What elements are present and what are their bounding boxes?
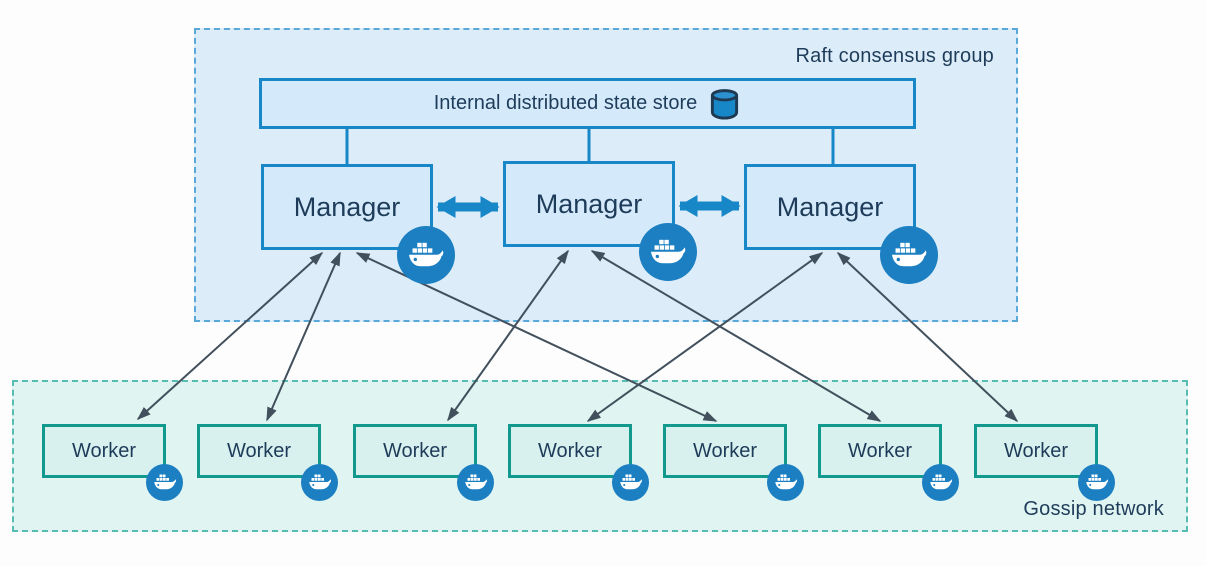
docker-whale-icon bbox=[922, 464, 959, 501]
manager-1-node: Manager bbox=[261, 164, 455, 284]
docker-whale-icon bbox=[880, 226, 938, 284]
worker-label: Worker bbox=[847, 439, 913, 462]
docker-whale-icon bbox=[301, 464, 338, 501]
docker-whale-icon bbox=[639, 223, 697, 281]
worker-label: Worker bbox=[692, 439, 758, 462]
worker-label: Worker bbox=[382, 439, 448, 462]
manager-3-node: Manager bbox=[744, 164, 938, 284]
worker-2-node: Worker bbox=[197, 424, 338, 501]
worker-4-node: Worker bbox=[508, 424, 649, 501]
worker-label: Worker bbox=[226, 439, 292, 462]
worker-1-node: Worker bbox=[42, 424, 183, 501]
gossip-group-label: Gossip network bbox=[1023, 498, 1164, 520]
worker-5-node: Worker bbox=[663, 424, 804, 501]
state-store-label: Internal distributed state store bbox=[433, 92, 698, 114]
worker-label: Worker bbox=[1003, 439, 1069, 462]
docker-whale-icon bbox=[457, 464, 494, 501]
worker-6-node: Worker bbox=[818, 424, 959, 501]
docker-whale-icon bbox=[767, 464, 804, 501]
manager-label: Manager bbox=[535, 188, 643, 219]
manager-label: Manager bbox=[776, 191, 884, 222]
docker-whale-icon bbox=[397, 226, 455, 284]
worker-7-node: Worker bbox=[974, 424, 1115, 501]
docker-whale-icon bbox=[146, 464, 183, 501]
worker-3-node: Worker bbox=[353, 424, 494, 501]
database-cylinder-icon bbox=[708, 88, 741, 120]
state-store-node: Internal distributed state store bbox=[259, 78, 916, 129]
raft-group-label: Raft consensus group bbox=[795, 45, 994, 67]
worker-label: Worker bbox=[71, 439, 137, 462]
worker-label: Worker bbox=[537, 439, 603, 462]
manager-label: Manager bbox=[293, 191, 401, 222]
docker-whale-icon bbox=[1078, 464, 1115, 501]
docker-whale-icon bbox=[612, 464, 649, 501]
manager-2-node: Manager bbox=[503, 161, 697, 281]
